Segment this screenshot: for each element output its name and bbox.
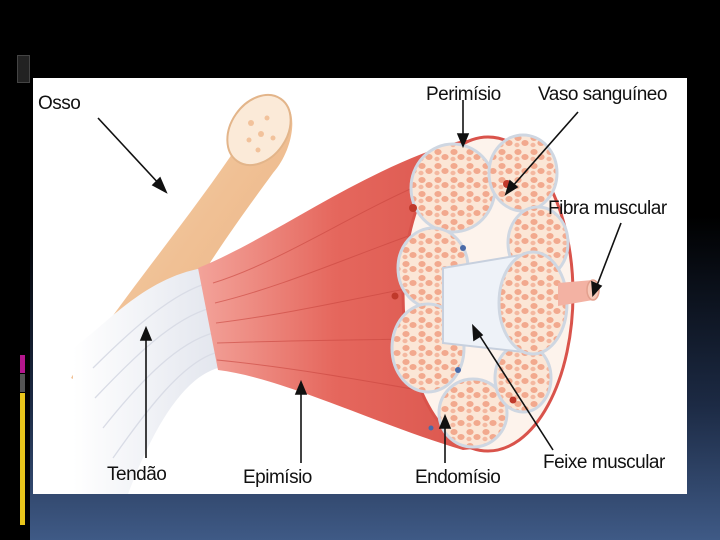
fiber-shape — [558, 280, 593, 306]
left-bar — [0, 0, 30, 540]
bone-marrow-dots — [246, 115, 276, 153]
label-osso: Osso — [38, 93, 81, 114]
label-epimisio: Epimísio — [243, 467, 312, 488]
label-arrows — [97, 100, 622, 463]
accent-bar-gray — [20, 374, 25, 392]
label-endomisio: Endomísio — [415, 467, 501, 488]
bullet-square — [17, 55, 30, 83]
accent-bar-magenta — [20, 355, 25, 373]
bone-end-shape — [226, 93, 292, 167]
label-vaso-sanguineo: Vaso sanguíneo — [538, 84, 667, 105]
accent-bar-yellow — [20, 393, 25, 525]
muscle-anatomy-figure: Osso Perimísio Vaso sanguíneo Fibra musc… — [33, 78, 687, 494]
label-fibra-muscular: Fibra muscular — [548, 198, 667, 219]
muscle-illustration — [71, 93, 622, 494]
fascicle-end-shape — [497, 250, 569, 356]
label-tendao: Tendão — [107, 464, 167, 485]
tendon-fibers — [92, 282, 216, 459]
vessel-dots-blue — [428, 245, 466, 431]
label-perimisio: Perimísio — [426, 84, 501, 105]
label-feixe-muscular: Feixe muscular — [543, 452, 665, 473]
